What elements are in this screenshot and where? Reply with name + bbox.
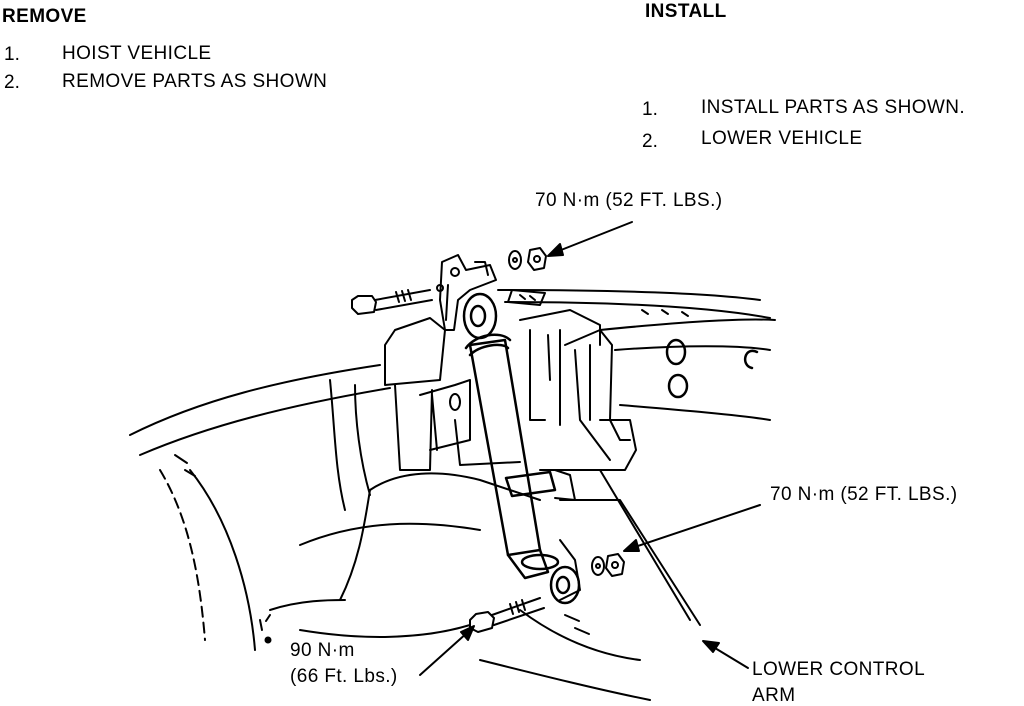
lower-control-arm-label-line2: ARM: [752, 685, 796, 706]
upper-nut-torque-label: 70 N·m (52 FT. LBS.): [535, 190, 723, 211]
strut-rod: [462, 292, 581, 605]
remove-step-1-number: 1.: [4, 44, 20, 65]
install-step-2-text: LOWER VEHICLE: [701, 128, 863, 149]
bolt-torque-imperial-label: (66 Ft. Lbs.): [290, 666, 398, 687]
crossmember-bracket: [384, 289, 637, 471]
upper-mount-bracket: [436, 254, 497, 331]
lower-bolt: [469, 597, 545, 633]
body-panel: [129, 364, 391, 651]
lower-washer-nut: [591, 553, 625, 577]
remove-heading: REMOVE: [2, 6, 87, 27]
frame-rail: [497, 289, 776, 421]
upper-washer-nut: [508, 247, 547, 271]
upper-bolt: [351, 289, 433, 315]
remove-step-2-text: REMOVE PARTS AS SHOWN: [62, 71, 328, 92]
lower-control-arm-drawing: [259, 469, 701, 701]
install-step-2-number: 2.: [642, 131, 658, 152]
bolt-torque-metric-label: 90 N·m: [290, 640, 355, 661]
install-step-1-text: INSTALL PARTS AS SHOWN.: [701, 97, 966, 118]
lower-control-arm-label-line1: LOWER CONTROL: [752, 659, 926, 680]
remove-step-1-text: HOIST VEHICLE: [62, 43, 212, 64]
install-heading: INSTALL: [645, 1, 727, 22]
install-step-1-number: 1.: [642, 99, 658, 120]
remove-step-2-number: 2.: [4, 72, 20, 93]
lower-nut-torque-label: 70 N·m (52 FT. LBS.): [770, 484, 958, 505]
leader-arrows: [419, 221, 761, 676]
